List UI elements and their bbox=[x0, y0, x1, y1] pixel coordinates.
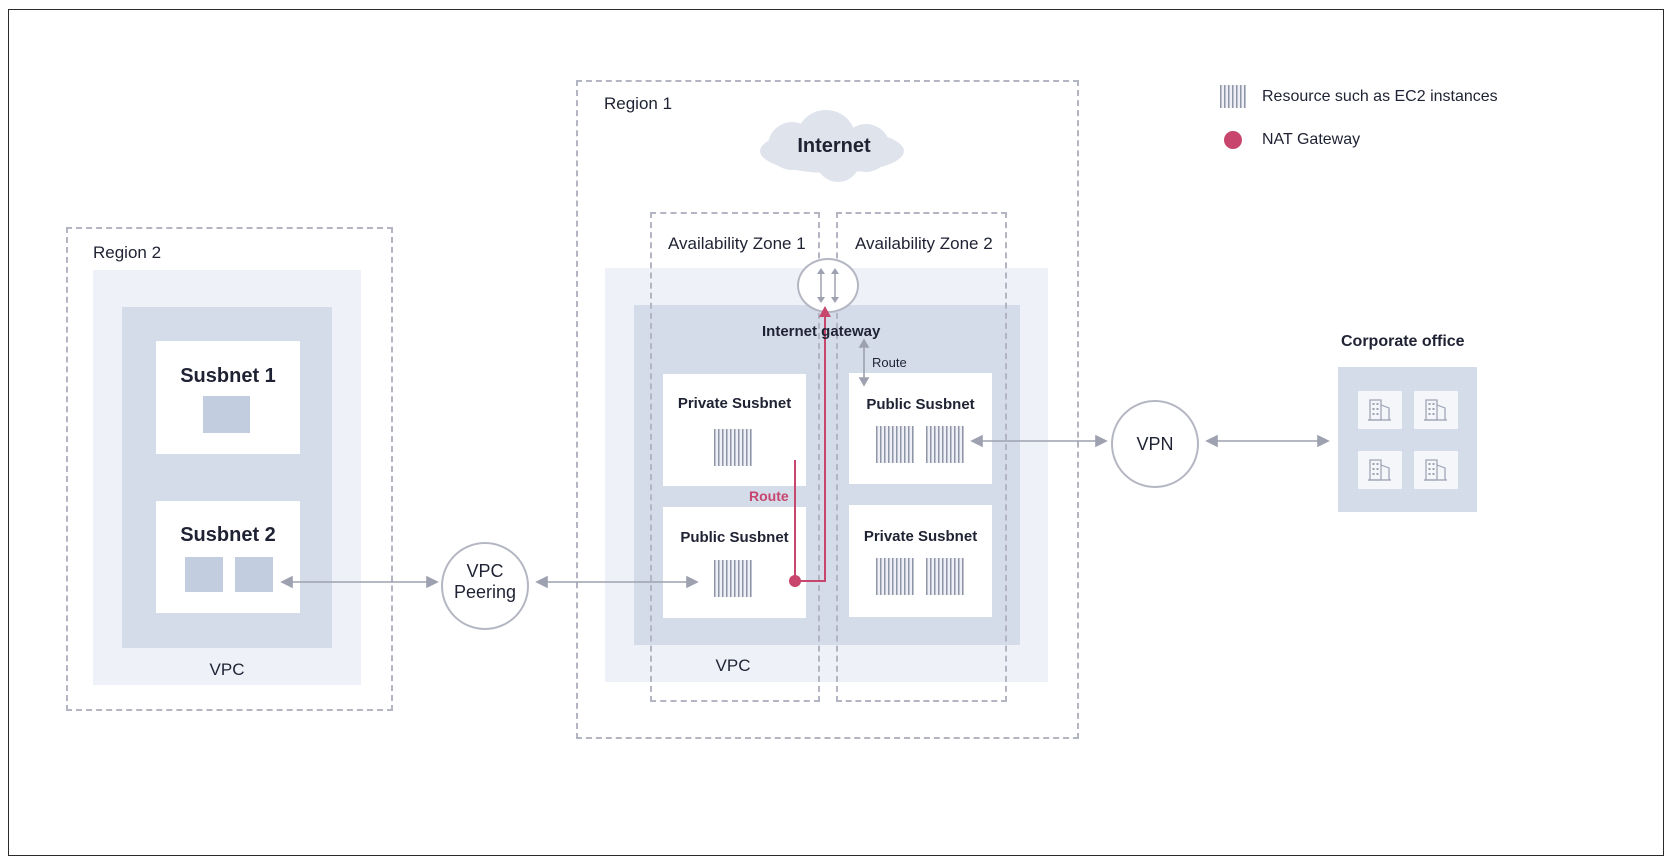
vpn-label: VPN bbox=[1136, 434, 1174, 454]
region2-subnet2-label: Susbnet 2 bbox=[180, 524, 276, 546]
ec2-resource-icon bbox=[714, 429, 752, 466]
arrowhead bbox=[426, 575, 439, 589]
route-label: Route bbox=[872, 355, 907, 370]
arrowhead bbox=[1095, 434, 1108, 448]
arrowhead bbox=[280, 575, 293, 589]
arrowhead bbox=[1317, 434, 1330, 448]
ec2-resource-icon bbox=[714, 560, 752, 597]
internet-gateway-label: Internet gateway bbox=[762, 323, 881, 340]
arrowhead bbox=[858, 377, 870, 387]
updown-arrows-icon bbox=[817, 268, 839, 303]
office-building-icon bbox=[1358, 391, 1402, 429]
region2-box bbox=[66, 227, 393, 711]
office-building-icon bbox=[1414, 451, 1458, 489]
vpn-node bbox=[1111, 400, 1199, 488]
region2-label: Region 2 bbox=[93, 243, 162, 262]
vpc-peering-label-line2: Peering bbox=[453, 582, 517, 602]
internet-label: Internet bbox=[797, 135, 871, 157]
arrowhead bbox=[1205, 434, 1218, 448]
ec2-resource-icon bbox=[876, 558, 914, 595]
arrowhead bbox=[970, 434, 983, 448]
vpc-peering-label-line1: VPC bbox=[466, 561, 504, 581]
az1-label: Availability Zone 1 bbox=[668, 234, 806, 253]
region2-subnet2 bbox=[156, 501, 300, 613]
az2-box bbox=[836, 212, 1007, 702]
legend-resource-label: Resource such as EC2 instances bbox=[1262, 88, 1498, 105]
region1-label: Region 1 bbox=[604, 94, 673, 113]
region1-box bbox=[576, 80, 1079, 739]
nat-arrowhead bbox=[819, 306, 831, 317]
az1-public-subnet-label: Public Susbnet bbox=[680, 529, 789, 546]
arrowhead bbox=[686, 575, 699, 589]
region1-vpc-label: VPC bbox=[715, 656, 751, 675]
resource-block bbox=[185, 557, 223, 592]
az2-public-subnet bbox=[849, 373, 992, 484]
az2-private-subnet-label: Private Susbnet bbox=[863, 528, 978, 545]
region2-vpc-label: VPC bbox=[209, 660, 245, 679]
office-building-icon bbox=[1414, 391, 1458, 429]
arrowhead bbox=[858, 338, 870, 348]
ec2-resource-icon bbox=[876, 426, 914, 463]
nat-route-line bbox=[794, 316, 826, 582]
ec2-resource-icon bbox=[926, 426, 964, 463]
legend-nat-label: NAT Gateway bbox=[1262, 131, 1361, 148]
arrowhead bbox=[535, 575, 548, 589]
legend-resource-swatch bbox=[1220, 85, 1246, 108]
az2-private-subnet bbox=[849, 505, 992, 617]
legend-nat-dot bbox=[1224, 131, 1242, 149]
resource-block bbox=[235, 557, 273, 592]
az1-private-subnet-label: Private Susbnet bbox=[677, 395, 792, 412]
nat-gateway-icon bbox=[789, 575, 801, 587]
az1-box bbox=[650, 212, 820, 702]
nat-route-label: Route bbox=[749, 488, 789, 504]
diagram-frame bbox=[8, 9, 1664, 856]
region2-subnet1-label: Susbnet 1 bbox=[180, 365, 276, 387]
office-building-icon bbox=[1358, 451, 1402, 489]
vpc-peering-node bbox=[441, 542, 529, 630]
az2-public-subnet-label: Public Susbnet bbox=[866, 396, 975, 413]
internet-cloud-icon bbox=[760, 110, 904, 182]
ec2-resource-icon bbox=[926, 558, 964, 595]
corporate-office-label: Corporate office bbox=[1341, 333, 1465, 350]
internet-gateway-icon bbox=[797, 258, 859, 313]
az2-label: Availability Zone 2 bbox=[855, 234, 993, 253]
resource-block bbox=[203, 396, 250, 433]
